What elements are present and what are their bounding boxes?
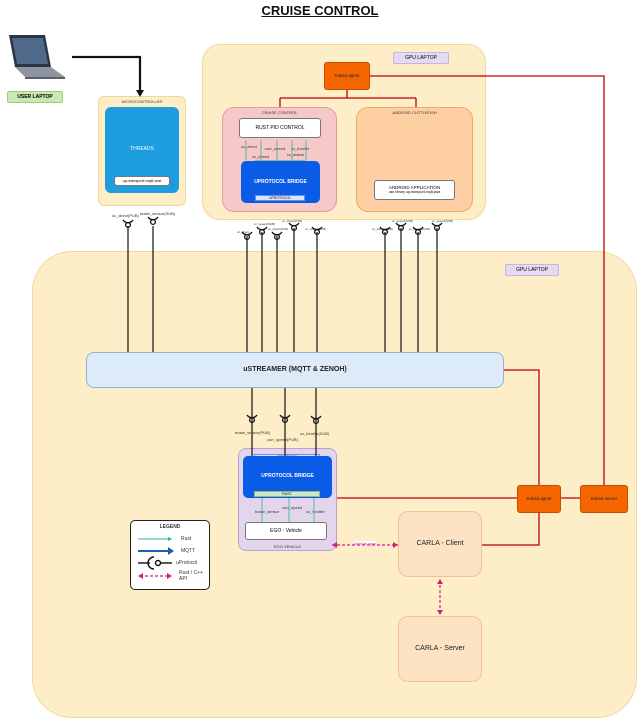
top-port-9: cc_speed(SUB): [432, 219, 454, 223]
legend-item-mqtt: MQTT: [181, 548, 196, 554]
cc-signal-5: cc_status: [287, 152, 304, 157]
android-app-sub: use library up-transport-mqtt-java: [388, 190, 441, 194]
ego-port-2: curr_speed(PUB): [267, 437, 298, 442]
gpu-laptop-bottom-tag: GPU LAPTOP: [505, 264, 559, 276]
kuksa-server: Kuksa server: [580, 485, 628, 513]
legend-box: [130, 520, 210, 590]
cc-signal-3: cc_throttle: [291, 146, 310, 151]
carla-server: CARLA - Server: [398, 616, 482, 682]
ego-port-3: cc_throttle(SUB): [300, 431, 330, 436]
kuksa-wires: [279, 75, 605, 546]
micro-port-left: cc_direct(PUB): [112, 213, 139, 218]
ego-vehicle-node: EGO - Vehicle: [245, 522, 327, 540]
rust-arrows: [245, 140, 315, 522]
cc-signal-1: cc_direct: [241, 144, 258, 149]
kuksa-agent-bottom: Kuksa agent: [517, 485, 561, 513]
page-title: CRUISE CONTROL: [261, 3, 379, 18]
top-port-1: cc_direct: [237, 230, 250, 234]
ego-rust-bar: RUST: [254, 491, 320, 497]
ustreamer-label: uSTREAMER (MQTT & ZENOH): [243, 366, 347, 373]
user-laptop-arrow: [72, 55, 144, 97]
legend-symbols: [138, 537, 174, 579]
uprotocol-sockets: [122, 216, 443, 425]
top-port-3: cc_direct(SUB): [268, 227, 289, 231]
android-label: ANDROID CUTTLEFISH: [392, 110, 437, 115]
android-application: ANDROID APPLICATION use library up-trans…: [374, 180, 455, 200]
kuksa-agent-top: Kuksa agent: [324, 62, 370, 90]
cc-signal-2: curr_speed: [265, 146, 286, 151]
cruise-control-label: CRUISE CONTROL: [261, 110, 298, 115]
legend-item-api: Rust / C++ API: [179, 570, 203, 582]
android-app-title: ANDROID APPLICATION: [388, 185, 441, 190]
ego-signal-2: curr_speed: [282, 505, 303, 510]
api-arrowheads: [332, 542, 443, 615]
ego-signal-1: brake_sensor: [255, 509, 280, 514]
cc-uprotocol-bar: UPROTOCOL: [255, 195, 305, 201]
top-port-2: cc_speed(SUB): [254, 222, 276, 226]
ego-vehicle-label: EGO VEHICLE: [273, 544, 302, 549]
rust-pid-control: RUST PID CONTROL: [239, 118, 321, 138]
legend-item-rust: Rust: [181, 536, 192, 542]
user-laptop-label: USER LAPTOP: [7, 91, 63, 103]
carla-client: CARLA - Client: [398, 511, 482, 577]
gpu-laptop-top-tag: GPU LAPTOP: [393, 52, 449, 64]
cc-signal-4: cc_speed: [252, 154, 270, 159]
ego-signal-3: cc_throttle: [306, 509, 325, 514]
micro-port-right: brake_sensor(SUB): [140, 211, 176, 216]
top-port-7: cc_speed(SUB): [392, 219, 414, 223]
api-links: [332, 544, 441, 614]
vertical-links: [127, 226, 438, 456]
threads-label: THREADS: [130, 146, 154, 152]
legend-item-uprotocol: uProtocol: [176, 560, 198, 566]
laptop-icon: [5, 33, 69, 81]
mqtt-rust-lib: up-transport-mqtt-rust: [114, 176, 170, 186]
microcontroller-label: MICROCONTROLLER: [121, 99, 163, 104]
ustreamer-bar: uSTREAMER (MQTT & ZENOH): [86, 352, 504, 388]
top-port-4: cc_direct(PUB): [282, 219, 303, 223]
legend-title: LEGEND: [159, 524, 181, 530]
vehicle-sync-label: Vehicle sync: [354, 541, 377, 546]
